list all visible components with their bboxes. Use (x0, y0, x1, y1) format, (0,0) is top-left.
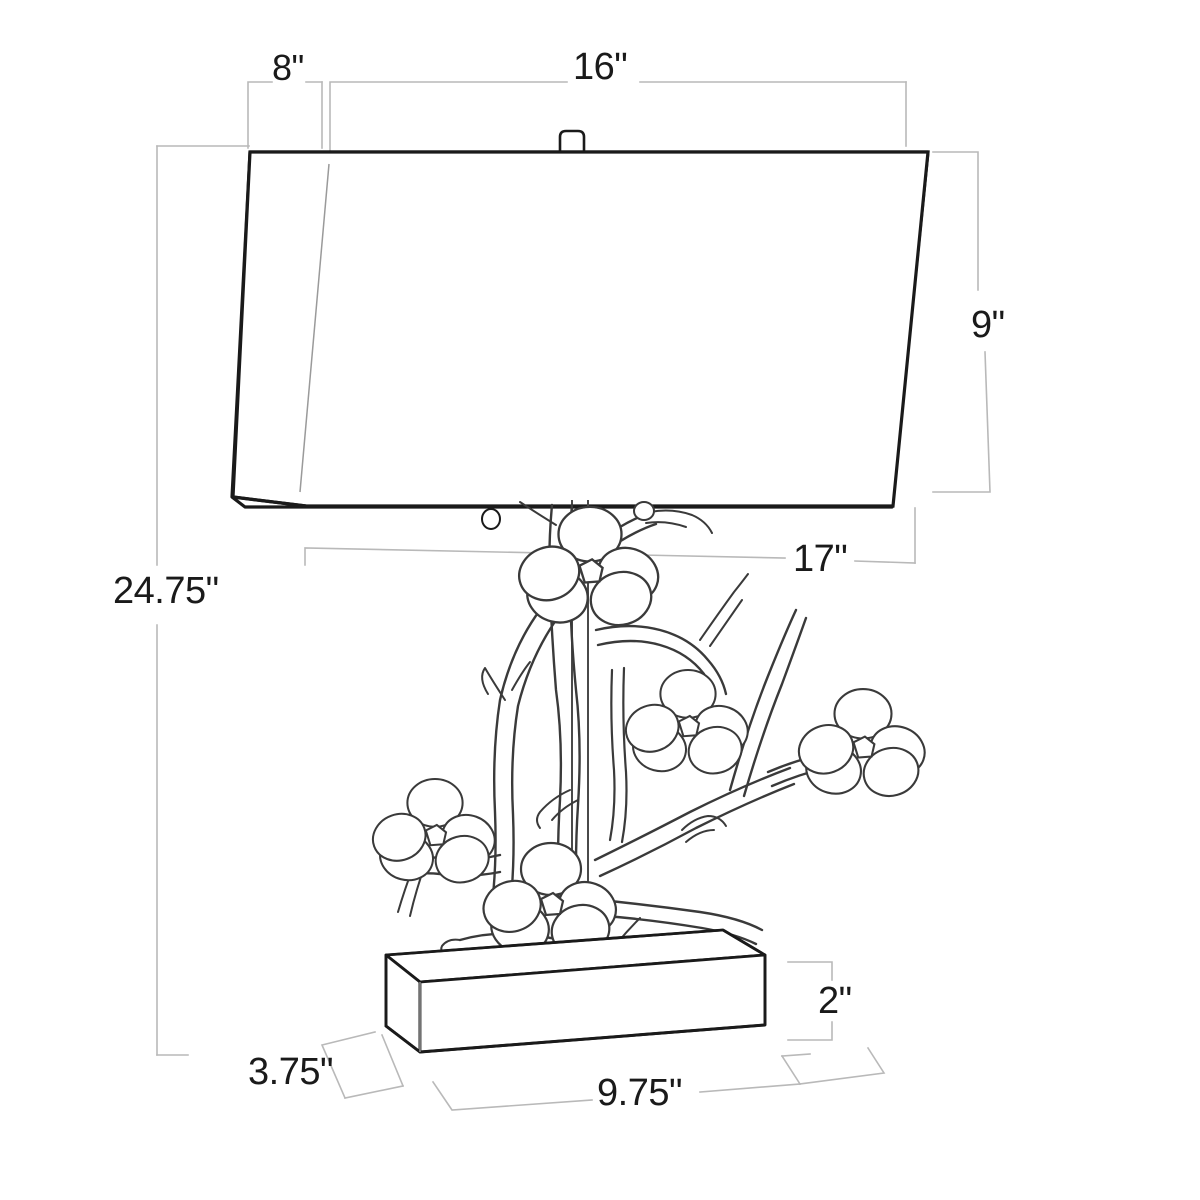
finial (558, 129, 586, 154)
branch-left-fork-a (481, 667, 506, 701)
lamp-shade (230, 129, 930, 530)
branch-tall-right-b (742, 616, 808, 798)
shade-body (231, 150, 930, 508)
branch-mid-right (594, 624, 728, 696)
base-top-back-edge (385, 928, 724, 957)
branch-lower-right-b (598, 782, 796, 878)
dim-label-overall-height: 24.75" (113, 570, 219, 612)
dim-bracket-16in (329, 81, 907, 161)
dim-label-base-height: 2" (818, 980, 852, 1022)
branch-bottom-right-b (604, 914, 758, 946)
blossom-center (424, 823, 448, 847)
dim-label-base-depth: 3.75" (248, 1051, 333, 1093)
blossom-left (371, 777, 496, 884)
dim-bracket-8in (247, 81, 323, 149)
base-block (384, 928, 767, 1054)
dim-bracket-9in (932, 151, 991, 493)
branch-upper-right-tip-b (645, 521, 687, 528)
branch-tall-right (728, 608, 798, 792)
branch-left-main (490, 608, 542, 907)
branch-lower-right-spur (681, 815, 727, 831)
base-top-right-edge (722, 928, 766, 957)
branch-upper-right-tip (649, 509, 713, 534)
branch-lower-right-spur-b (685, 829, 715, 843)
branch-center-stub-b (551, 799, 579, 821)
blossom-mid-right (624, 668, 749, 775)
branch-bud (633, 501, 655, 521)
branch-mid-right-b (596, 639, 706, 676)
blossoms-group (371, 505, 926, 957)
dim-label-shade-top-length: 16" (573, 46, 628, 88)
shade-seam-line (299, 163, 330, 493)
shade-bottom-left-bevel (232, 495, 307, 508)
dim-bracket-3-75in (320, 1031, 405, 1100)
branch-accent-twig (608, 668, 616, 842)
dim-label-shade-height: 9" (971, 304, 1005, 346)
blossom-center (578, 558, 604, 584)
dim-label-shade-bottom-length: 17" (793, 538, 848, 580)
branch-upper-left-twig (519, 501, 557, 526)
branch-lower-right (593, 766, 792, 862)
branch-mid-right-up-b (709, 599, 743, 647)
blossom-center (677, 714, 701, 738)
dim-bracket-24in (156, 145, 250, 1056)
branch-bottom-right (598, 898, 764, 932)
dim-label-base-width: 9.75" (597, 1072, 682, 1114)
blossom-far-right (797, 688, 926, 798)
base-left-vertical-edge (384, 955, 421, 1054)
blossom-upper-center (518, 505, 660, 627)
branch-left-fork-b (511, 661, 531, 691)
base-bottom-front-edge (419, 1023, 766, 1054)
branch-mid-right-up (699, 573, 749, 641)
dim-bracket-9-75in (431, 1046, 886, 1111)
dim-bracket-2in (787, 961, 833, 1041)
branch-center-stub (536, 789, 571, 829)
shade-fitter-knob (481, 508, 501, 530)
blossom-center (539, 891, 565, 917)
dim-label-shade-top-width: 8" (272, 47, 304, 88)
branch-left-main-b (508, 618, 558, 910)
branch-accent-twig-b (620, 666, 628, 844)
blossom-center (852, 735, 876, 759)
